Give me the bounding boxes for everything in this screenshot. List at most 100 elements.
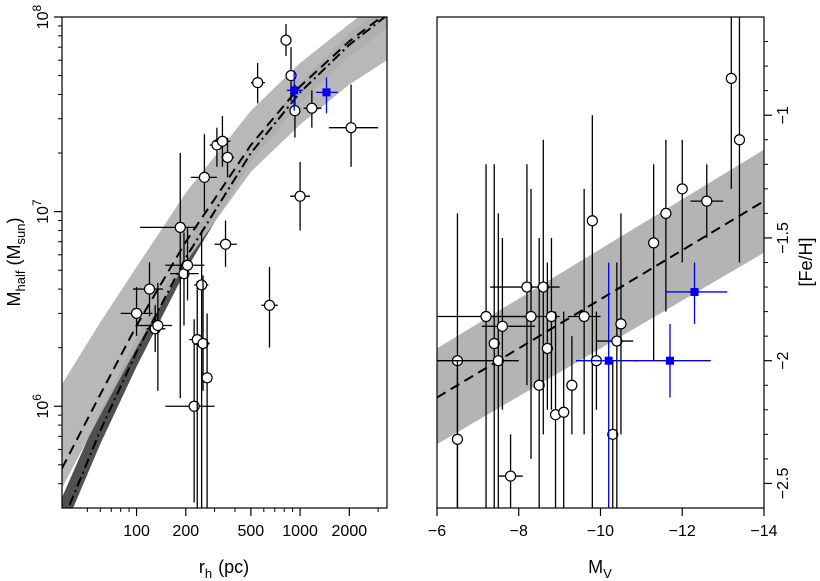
right-circle-marker	[566, 379, 578, 391]
left-point-12	[201, 313, 213, 508]
right-circle-marker	[496, 320, 508, 332]
left-circle-marker	[174, 221, 186, 233]
right-point-25	[690, 164, 724, 238]
right-point-6	[498, 434, 523, 508]
right-highlight-square-marker	[604, 356, 613, 365]
right-y-tick-label: −1.5	[775, 222, 792, 254]
left-circle-marker	[143, 283, 156, 295]
right-x-tick-label: −14	[750, 523, 777, 540]
right-circle-marker	[545, 310, 558, 323]
right-axes: −6−8−10−12−14−2.5−2−1.5−1	[428, 41, 792, 540]
right-point-12	[545, 237, 558, 410]
right-highlight-square-marker	[690, 287, 699, 296]
right-circle-marker	[725, 72, 737, 84]
left-circle-marker	[289, 105, 301, 117]
right-point-5	[481, 237, 536, 410]
left-circle-marker	[294, 190, 306, 202]
left-point-9	[194, 230, 209, 508]
right-point-26	[725, 17, 737, 189]
left-fit-lines	[62, 17, 387, 508]
right-data-points	[437, 17, 746, 508]
left-point-3	[136, 282, 173, 391]
right-y-tick-label: −2.5	[775, 468, 792, 500]
left-dashdot-fit-line	[67, 17, 387, 508]
left-x-tick-label: 200	[172, 523, 199, 540]
right-x-axis-label: MV	[588, 557, 612, 581]
left-circle-marker	[216, 135, 229, 147]
left-x-tick-label: 500	[238, 523, 265, 540]
right-point-24	[676, 139, 688, 263]
right-x-tick-label: −6	[428, 523, 446, 540]
right-point-20	[596, 262, 634, 508]
right-y-tick-label: −2	[775, 351, 792, 369]
right-panel: −6−8−10−12−14−2.5−2−1.5−1 MV [Fe/H]	[428, 16, 816, 581]
right-point-3	[488, 164, 500, 508]
left-data-points	[120, 24, 379, 508]
right-highlight-point-2	[665, 262, 728, 324]
left-circle-marker	[221, 151, 234, 163]
left-highlight-point-1	[315, 77, 338, 114]
left-circle-marker	[252, 77, 264, 89]
left-circle-marker	[196, 279, 208, 291]
right-circle-marker	[541, 342, 553, 355]
left-point-22	[290, 161, 311, 231]
right-point-10	[537, 139, 549, 435]
right-point-14	[558, 311, 570, 508]
left-circle-marker	[263, 299, 276, 311]
right-point-11	[541, 262, 553, 410]
left-point-24	[328, 84, 379, 167]
left-point-16	[221, 137, 235, 178]
right-circle-marker	[676, 183, 688, 195]
right-circle-marker	[648, 237, 660, 249]
right-highlight-point-1	[633, 323, 711, 398]
right-point-22	[648, 164, 660, 361]
left-point-18	[261, 266, 278, 348]
right-x-tick-label: −12	[669, 523, 696, 540]
left-point-1	[132, 262, 163, 317]
left-x-axis-label: rh(pc)	[199, 557, 249, 581]
right-circle-marker	[533, 379, 545, 391]
right-circle-marker	[611, 335, 623, 347]
right-highlight-square-marker	[665, 356, 674, 365]
left-y-tick-label: 107	[30, 199, 52, 224]
right-point-7	[490, 164, 560, 386]
right-circle-marker	[607, 428, 619, 440]
right-circle-marker	[525, 310, 537, 323]
right-circle-marker	[733, 134, 746, 146]
right-y-axis-label: [Fe/H]	[796, 237, 816, 286]
right-point-19	[607, 360, 619, 508]
left-highlight-square-marker	[322, 88, 331, 97]
left-point-11	[190, 134, 217, 212]
left-circle-marker	[345, 122, 357, 134]
left-circle-marker	[280, 34, 292, 46]
left-x-tick-label: 100	[123, 523, 150, 540]
left-point-0	[120, 286, 153, 336]
left-circle-marker	[130, 307, 143, 319]
right-circle-marker	[660, 207, 672, 219]
left-point-15	[214, 220, 237, 267]
left-confidence-bands	[62, 17, 387, 508]
left-x-tick-label: 2000	[332, 523, 368, 540]
left-circle-marker	[285, 69, 297, 82]
left-point-6	[165, 227, 205, 301]
left-dashed-fit-line	[62, 17, 384, 469]
right-circle-marker	[480, 310, 492, 323]
left-x-tick-label: 1000	[282, 523, 318, 540]
left-y-tick-label: 106	[30, 394, 52, 419]
left-highlight-point-0	[286, 70, 303, 111]
right-circle-marker	[504, 470, 517, 482]
right-point-1	[451, 360, 464, 508]
right-point-16	[567, 188, 601, 435]
left-circle-marker	[219, 238, 232, 250]
right-highlight-point-0	[575, 262, 638, 508]
right-x-tick-label: −10	[587, 523, 614, 540]
right-circle-marker	[492, 355, 504, 367]
left-circle-marker	[152, 319, 164, 332]
left-point-23	[303, 90, 322, 128]
left-circle-marker	[197, 337, 209, 350]
right-point-27	[733, 17, 746, 263]
right-point-4	[437, 213, 519, 508]
